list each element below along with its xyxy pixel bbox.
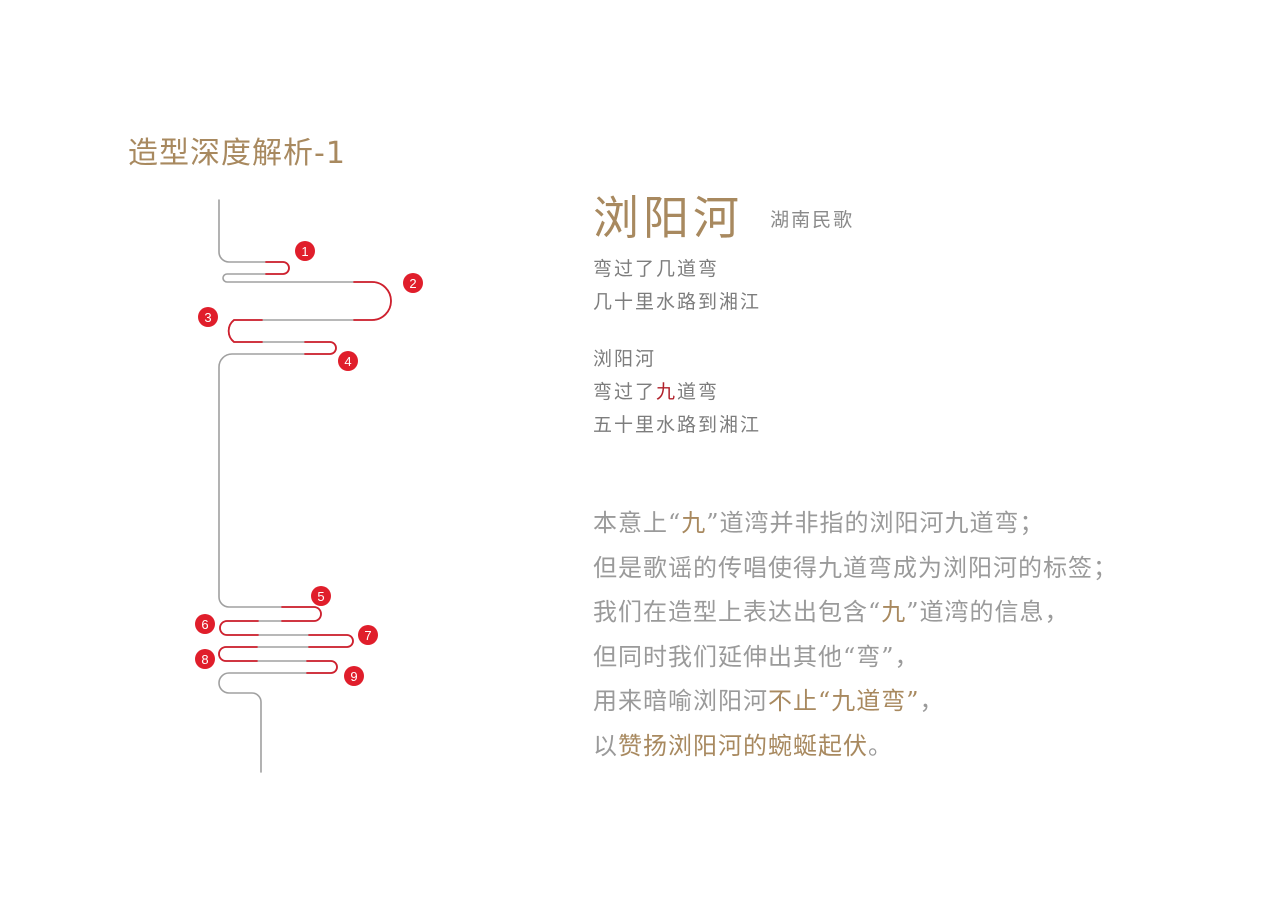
marker-8-label: 8 [201,652,208,667]
bend-5-highlight [281,606,322,622]
explanation-line: 用来暗喻浏阳河不止“九道弯”， [593,679,1118,724]
marker-4-label: 4 [344,354,351,369]
explanation-text: 我们在造型上表达出包含“ [593,598,882,626]
bend-markers: 1 2 3 4 5 6 7 8 9 [195,241,423,686]
explanation-line: 但是歌谣的传唱使得九道弯成为浏阳河的标签； [593,553,1118,582]
lyric-line: 几十里水路到湘江 [593,291,762,313]
lyric-line: 五十里水路到湘江 [593,414,762,436]
explanation-highlight: 赞扬浏阳河的蜿蜒起伏 [618,731,868,760]
river-path [218,199,392,773]
explanation-line: 我们在造型上表达出包含“九”道湾的信息， [593,590,1118,635]
bend-2-highlight [353,281,392,321]
lyric-text: 弯过了 [593,381,657,403]
explanation-text: ， [919,687,945,715]
lyric-highlight-nine: 九 [656,381,678,403]
explanation-line: 但同时我们延伸出其他“弯”， [593,642,920,671]
marker-1-circle [295,241,315,261]
explanation-text: ”道湾的信息， [906,598,1070,626]
lyric-text: 道弯 [677,381,720,403]
marker-2-circle [403,273,423,293]
explanation-line: 以赞扬浏阳河的蜿蜒起伏。 [593,724,1118,769]
marker-1-label: 1 [301,244,308,259]
song-title: 浏阳河 [593,191,743,245]
explanation-text: 本意上“ [593,509,682,537]
explanation-line: 本意上“九”道湾并非指的浏阳河九道弯； [593,501,1118,546]
page-title: 造型深度解析-1 [128,136,346,171]
song-header: 浏阳河 湖南民歌 [593,182,854,248]
marker-9-circle [344,666,364,686]
bend-3-highlight [227,319,263,343]
marker-3-circle [198,307,218,327]
explanation-highlight: 不止“九道弯” [768,687,920,715]
bend-7-highlight [308,634,354,648]
lyrics-verse-1: 弯过了几道弯 几十里水路到湘江 [593,253,761,319]
lyric-line: 弯过了几道弯 [593,258,720,280]
explanation-text: 以 [593,731,618,760]
bend-1-highlight [265,261,290,275]
explanation-highlight: 九 [681,509,707,537]
marker-9-label: 9 [350,669,357,684]
marker-3-label: 3 [204,310,211,325]
bend-9-highlight [306,660,338,674]
lyric-line: 弯过了九道弯 [593,376,761,409]
lyric-line: 浏阳河 [593,348,657,370]
marker-5-label: 5 [317,589,324,604]
marker-8-circle [195,649,215,669]
marker-5-circle [311,586,331,606]
marker-7-circle [358,625,378,645]
marker-4-circle [338,351,358,371]
explanation-highlight: 九 [881,598,907,626]
bend-6-highlight [219,620,259,636]
marker-6-circle [195,614,215,634]
song-subtitle: 湖南民歌 [770,209,855,231]
river-bends-diagram: 1 2 3 4 5 6 7 8 9 [195,199,423,773]
lyrics-verse-2: 浏阳河 弯过了九道弯 五十里水路到湘江 [593,343,761,442]
marker-7-label: 7 [364,628,371,643]
bend-4-highlight [304,341,337,355]
bend-8-highlight [218,646,258,662]
marker-2-label: 2 [409,276,416,291]
explanation-text: 用来暗喻浏阳河 [593,687,768,715]
explanation-text: 。 [868,731,893,760]
explanation-paragraph: 本意上“九”道湾并非指的浏阳河九道弯； 但是歌谣的传唱使得九道弯成为浏阳河的标签… [593,501,1118,768]
explanation-text: ”道湾并非指的浏阳河九道弯； [706,509,1045,537]
marker-6-label: 6 [201,617,208,632]
